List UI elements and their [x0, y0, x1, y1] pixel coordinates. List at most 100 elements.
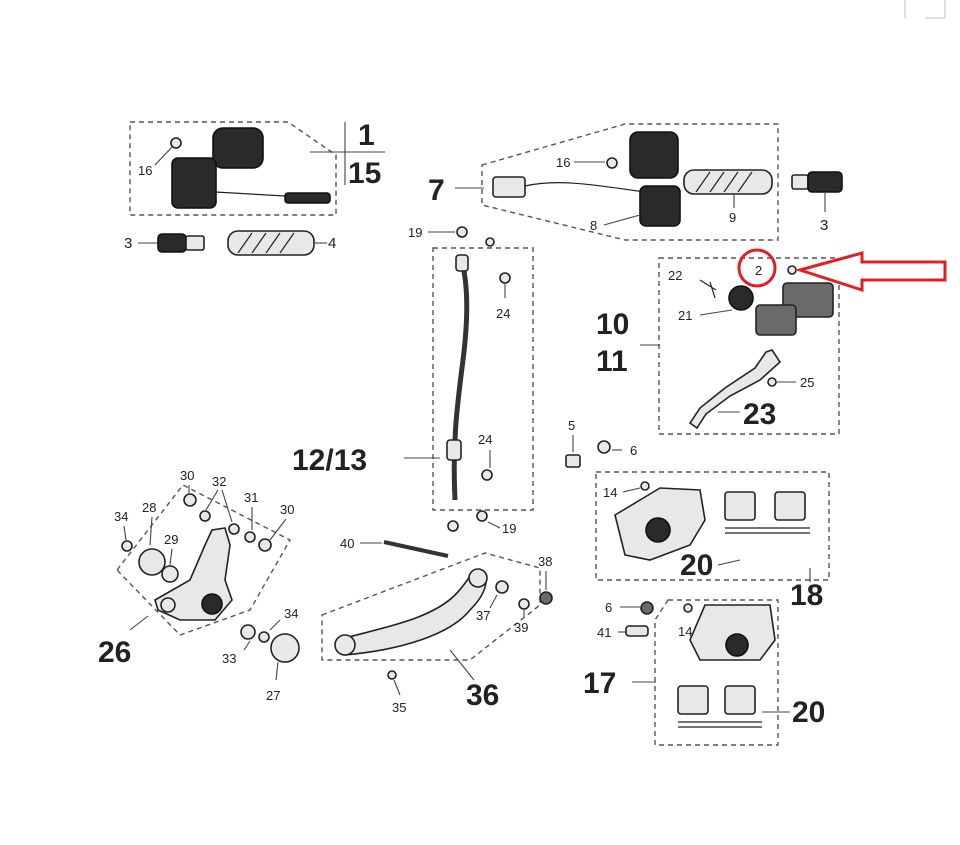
brake-arm-box: [321, 552, 541, 661]
right-switch-wire: [524, 182, 646, 193]
label-20a: 20: [680, 549, 713, 582]
label-22: 22: [668, 268, 682, 283]
label-9: 9: [729, 210, 736, 225]
brake-hose-icon: [451, 261, 470, 501]
left-switch-group: 1 15 16: [129, 119, 385, 216]
label-18: 18: [790, 579, 823, 612]
brake-hose-box: [432, 247, 534, 511]
footpeg-27-icon: [270, 633, 300, 663]
brake-pad-b2-icon: [724, 685, 756, 715]
label-37: 37: [476, 608, 490, 623]
label-34a: 34: [114, 509, 128, 524]
caliper-front-group: 5 6 14 20 18: [565, 418, 830, 612]
highlight-annotation: [737, 248, 947, 293]
left-switch-housing-lower: [171, 157, 217, 209]
nut-38-icon: [539, 591, 553, 605]
bar-end-right-group: 3: [791, 171, 843, 234]
label-17: 17: [583, 667, 616, 700]
cap-6b-icon: [640, 601, 654, 615]
label-25: 25: [800, 375, 814, 390]
left-switch-box: [129, 121, 337, 216]
banjo-bolt-19b-icon: [476, 510, 488, 522]
brake-pad-a1-icon: [724, 491, 756, 521]
banjo-bolt-19a-icon: [456, 226, 468, 238]
frame-corner: [904, 0, 946, 19]
label-21: 21: [678, 308, 692, 323]
bar-end-left-icon: [157, 233, 187, 253]
label-6a: 6: [630, 443, 637, 458]
screw-35-icon: [387, 670, 397, 680]
label-12-13: 12/13: [292, 444, 367, 477]
label-24a: 24: [496, 306, 510, 321]
left-switch-connector: [284, 192, 331, 204]
brake-arm-icon: [336, 571, 487, 656]
label-10: 10: [596, 308, 629, 341]
pedal-pivot-box: [116, 484, 291, 636]
caliper-rear-icon: [689, 604, 776, 661]
label-14b: 14: [678, 624, 692, 639]
screw-16a-icon: [170, 137, 182, 149]
brake-lever-icon: [688, 349, 782, 430]
label-1: 1: [358, 119, 375, 152]
label-3b: 3: [820, 217, 828, 234]
label-29: 29: [164, 532, 178, 547]
highlight-circle: [737, 248, 777, 288]
label-23: 23: [743, 398, 776, 431]
bar-end-right-icon: [807, 171, 843, 193]
bleeder-5-icon: [565, 454, 581, 468]
rod-40-icon: [383, 540, 449, 558]
label-33: 33: [222, 651, 236, 666]
label-20b: 20: [792, 696, 825, 729]
screw-16b-icon: [606, 157, 618, 169]
label-15: 15: [348, 157, 381, 190]
label-19b: 19: [502, 521, 516, 536]
label-30a: 30: [180, 468, 194, 483]
master-cylinder-group: 10 11 22 2 21 25 23: [596, 257, 840, 435]
label-38: 38: [538, 554, 552, 569]
caliper-rear-group: 6 41 14 17 20: [583, 599, 825, 746]
label-16b: 16: [556, 155, 570, 170]
highlight-arrow-icon: [794, 251, 947, 293]
right-switch-connector: [492, 176, 526, 198]
label-27: 27: [266, 688, 280, 703]
label-30b: 30: [280, 502, 294, 517]
label-41: 41: [597, 625, 611, 640]
label-3a: 3: [124, 235, 132, 252]
label-4: 4: [328, 235, 336, 252]
caliper-rear-box: [654, 599, 779, 746]
label-40: 40: [340, 536, 354, 551]
label-2: 2: [755, 263, 762, 278]
label-19a: 19: [408, 225, 422, 240]
label-36: 36: [466, 679, 499, 712]
pivot-bolt-25-icon: [767, 377, 777, 387]
bolt-24a-icon: [499, 272, 511, 284]
label-34b: 34: [284, 606, 298, 621]
label-35: 35: [392, 700, 406, 715]
right-switch-housing-upper: [629, 131, 679, 179]
label-39: 39: [514, 620, 528, 635]
left-grip-group: 3 4: [124, 230, 336, 256]
label-6b: 6: [605, 600, 612, 615]
brake-hose-group: 19 24 12/13 24 19: [292, 225, 534, 536]
left-switch-housing-upper: [212, 127, 264, 169]
master-cylinder-box: [658, 257, 840, 435]
grip-right-icon: [683, 169, 773, 195]
label-32: 32: [212, 474, 226, 489]
bolt-24b-icon: [481, 469, 493, 481]
label-24b: 24: [478, 432, 492, 447]
right-switch-box: [481, 123, 779, 241]
brake-pad-b1-icon: [677, 685, 709, 715]
master-cylinder-body: [755, 304, 797, 336]
label-8: 8: [590, 218, 597, 233]
cap-6a-icon: [597, 440, 611, 454]
label-14a: 14: [603, 485, 617, 500]
label-26: 26: [98, 636, 131, 669]
right-switch-group: 7 16 8 9: [428, 123, 779, 241]
label-28: 28: [142, 500, 156, 515]
label-5: 5: [568, 418, 575, 433]
seal-28-icon: [138, 548, 166, 576]
label-16a: 16: [138, 163, 152, 178]
screw-2-icon: [787, 265, 797, 275]
label-7: 7: [428, 174, 445, 207]
